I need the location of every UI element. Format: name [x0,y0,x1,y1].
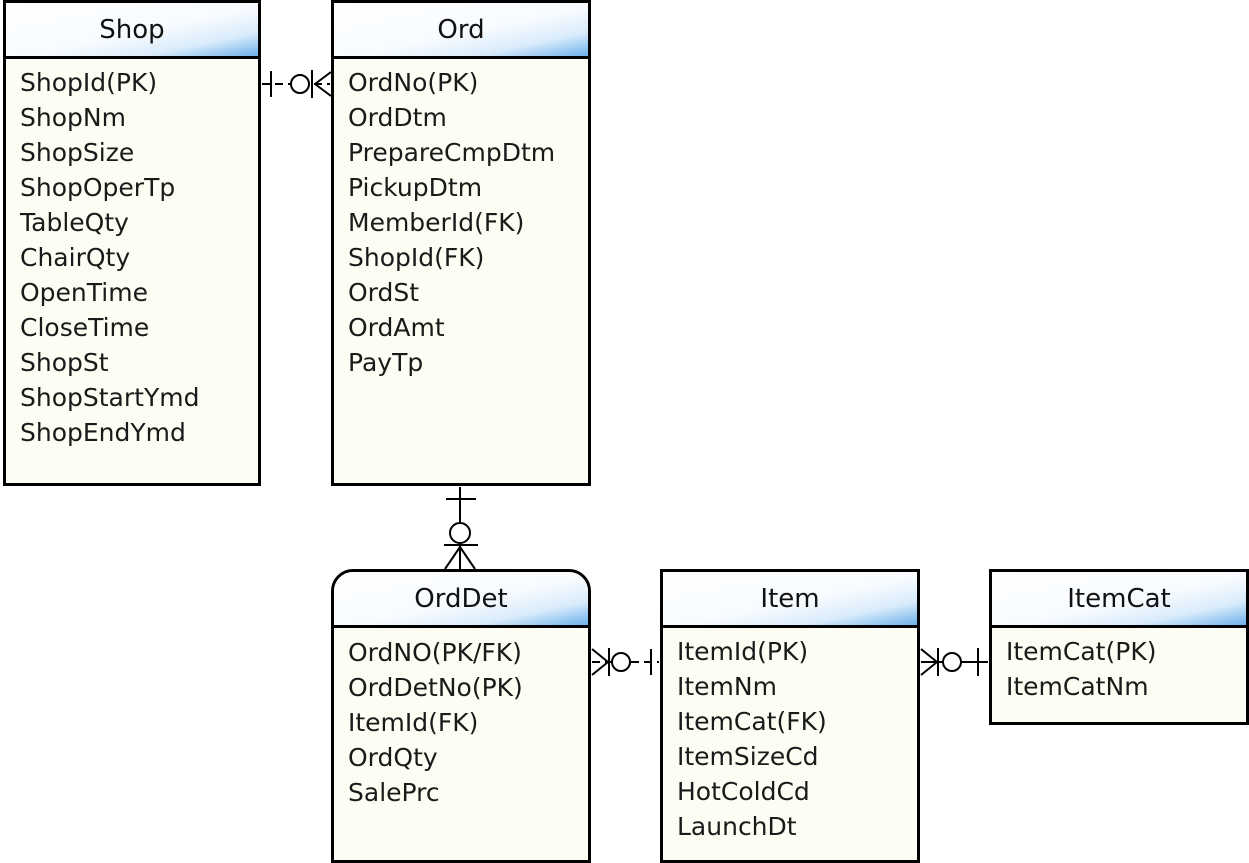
attribute-row: MemberId(FK) [348,208,525,237]
attribute-row: ChairQty [20,243,131,272]
item-orddet-zero-circle [611,652,631,672]
attribute-row: ShopEndYmd [20,418,186,447]
attribute-row: CloseTime [20,313,150,342]
entity-orddet[interactable]: OrdDet OrdNO(PK/FK) OrdDetNo(PK) ItemId(FK… [331,569,591,863]
attribute-row: ItemCat(PK) [1006,637,1157,666]
itemcat-item-crowfoot-upper [920,648,938,663]
attribute-row: ItemId(FK) [348,708,479,737]
attribute-row: ItemCat(FK) [677,707,827,736]
itemcat-item-crowfoot-lower [920,661,938,676]
attribute-row: OrdSt [348,278,420,307]
attribute-row: SalePrc [348,778,440,807]
ord-orddet-zero-circle [449,522,471,544]
attribute-row: ShopStartYmd [20,383,200,412]
attribute-row: TableQty [20,208,129,237]
shop-ord-crowfoot-upper [314,71,332,85]
attribute-row: OrdNO(PK/FK) [348,638,522,667]
attribute-row: ItemId(PK) [677,637,809,666]
entity-itemcat-name: ItemCat [992,572,1246,628]
attribute-row: OrdQty [348,743,438,772]
attribute-row: OrdAmt [348,313,445,342]
attribute-row: ShopSize [20,138,135,167]
attribute-row: OpenTime [20,278,148,307]
attribute-row: ShopOperTp [20,173,176,202]
attribute-row: PickupDtm [348,173,483,202]
attribute-row: ItemNm [677,672,777,701]
entity-ord-name: Ord [334,3,588,59]
item-orddet-crowfoot-upper [591,648,609,663]
attribute-row: LaunchDt [677,812,797,841]
attribute-row: PrepareCmpDtm [348,138,556,167]
shop-ord-zero-circle [290,74,310,94]
entity-shop-name: Shop [6,3,258,59]
attribute-row: ShopNm [20,103,126,132]
attribute-row: ShopId(PK) [20,68,158,97]
shop-ord-crowfoot-lower [314,83,332,97]
itemcat-item-zero-circle [942,652,962,672]
entity-itemcat[interactable]: ItemCat ItemCat(PK) ItemCatNm [989,569,1249,725]
attribute-row: PayTp [348,348,424,377]
attribute-row: ShopSt [20,348,109,377]
ord-orddet-crowfoot-right [459,546,476,570]
entity-itemcat-attributes: ItemCat(PK) ItemCatNm [992,628,1246,722]
attribute-row: HotColdCd [677,777,810,806]
entity-orddet-name: OrdDet [334,572,588,628]
entity-orddet-attributes: OrdNO(PK/FK) OrdDetNo(PK) ItemId(FK) OrdQty… [334,629,588,860]
attribute-row: OrdNo(PK) [348,68,479,97]
item-orddet-crowfoot-lower [591,661,609,676]
attribute-row: ItemCatNm [1006,672,1149,701]
attribute-row: ItemSizeCd [677,742,819,771]
ord-orddet-crowfoot-left [444,546,461,570]
attribute-row: OrdDtm [348,103,447,132]
entity-item-name: Item [663,572,917,628]
attribute-row: OrdDetNo(PK) [348,673,523,702]
attribute-row: ShopId(FK) [348,243,485,272]
